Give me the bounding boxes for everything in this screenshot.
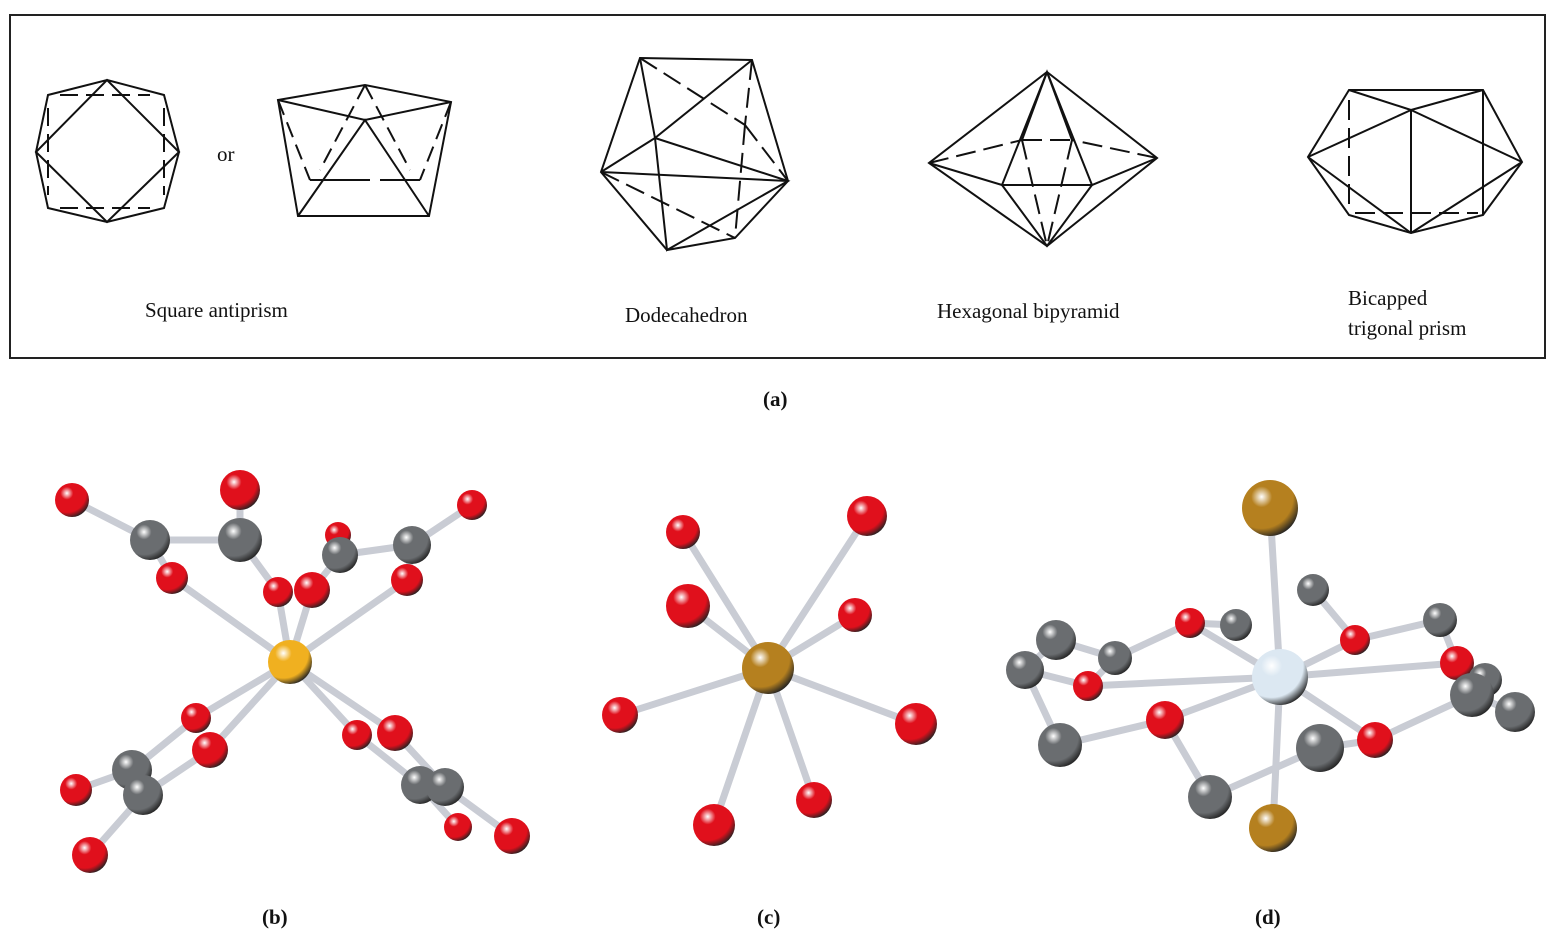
caption-d: (d) [1255,905,1281,929]
molecule-d [1006,480,1535,852]
oxygen-atom [666,515,700,549]
oxygen-atom [838,598,872,632]
label-square-antiprism: Square antiprism [145,298,288,322]
oxygen-atom [220,470,260,510]
oxygen-atom [1146,701,1184,739]
oxygen-atom [263,577,293,607]
oxygen-atom [342,720,372,750]
bromine-atom [1242,480,1298,536]
caption-b: (b) [262,905,288,929]
bond [1276,659,1461,681]
bond [764,512,871,672]
label-or: or [217,142,235,166]
oxygen-atom [444,813,472,841]
carbon-atom [322,537,358,573]
oxygen-atom [693,804,735,846]
carbon-atom [218,518,262,562]
oxygen-atom [181,703,211,733]
carbon-atom [1450,673,1494,717]
carbon-atom [1296,724,1344,772]
caption-a: (a) [763,387,788,411]
polyhedra-panel [9,14,1546,359]
caption-c: (c) [757,905,781,929]
carbon-atom [1297,574,1329,606]
bond [168,574,294,666]
bond [286,576,411,666]
square-antiprism-side-view [276,83,453,217]
carbon-atom [1098,641,1132,675]
metal-atom [268,640,312,684]
carbon-atom [1220,609,1252,641]
label-bicapped-line1: Bicapped [1348,286,1428,310]
carbon-atom [1036,620,1076,660]
bond [764,664,920,728]
oxygen-atom [192,732,228,768]
oxygen-atom [377,715,413,751]
oxygen-atom [60,774,92,806]
label-dodecahedron: Dodecahedron [625,303,748,327]
carbon-atom [1006,651,1044,689]
oxygen-atom [1440,646,1474,680]
bond [679,528,772,672]
molecule-c [602,496,937,846]
oxygen-atom [847,496,887,536]
hexagonal-bipyramid-shape [927,69,1159,248]
molecule-b [55,470,530,873]
carbon-atom [426,768,464,806]
bromine-atom [1249,804,1297,852]
oxygen-atom [1357,722,1393,758]
bond [1084,673,1284,690]
metal-atom [742,642,794,694]
carbon-atom [393,526,431,564]
oxygen-atom [391,564,423,596]
oxygen-atom [72,837,108,873]
label-hexagonal-bipyramid: Hexagonal bipyramid [937,299,1120,323]
bond [1266,504,1284,681]
oxygen-atom [494,818,530,854]
carbon-atom [1038,723,1082,767]
oxygen-atom [666,584,710,628]
carbon-atom [1188,775,1232,819]
dodecahedron-shape [599,56,791,252]
metal-atom [1252,649,1308,705]
bond [710,664,772,829]
oxygen-atom [55,483,89,517]
oxygen-atom [796,782,832,818]
oxygen-atom [1073,671,1103,701]
square-antiprism-top-view [34,78,181,224]
carbon-atom [1423,603,1457,637]
oxygen-atom [294,572,330,608]
carbon-atom [1495,692,1535,732]
oxygen-atom [895,703,937,745]
carbon-atom [123,775,163,815]
oxygen-atom [156,562,188,594]
oxygen-atom [602,697,638,733]
bicapped-trigonal-prism-shape [1306,89,1524,235]
label-bicapped-line2: trigonal prism [1348,316,1467,340]
oxygen-atom [1175,608,1205,638]
carbon-atom [130,520,170,560]
oxygen-atom [1340,625,1370,655]
oxygen-atom [457,490,487,520]
